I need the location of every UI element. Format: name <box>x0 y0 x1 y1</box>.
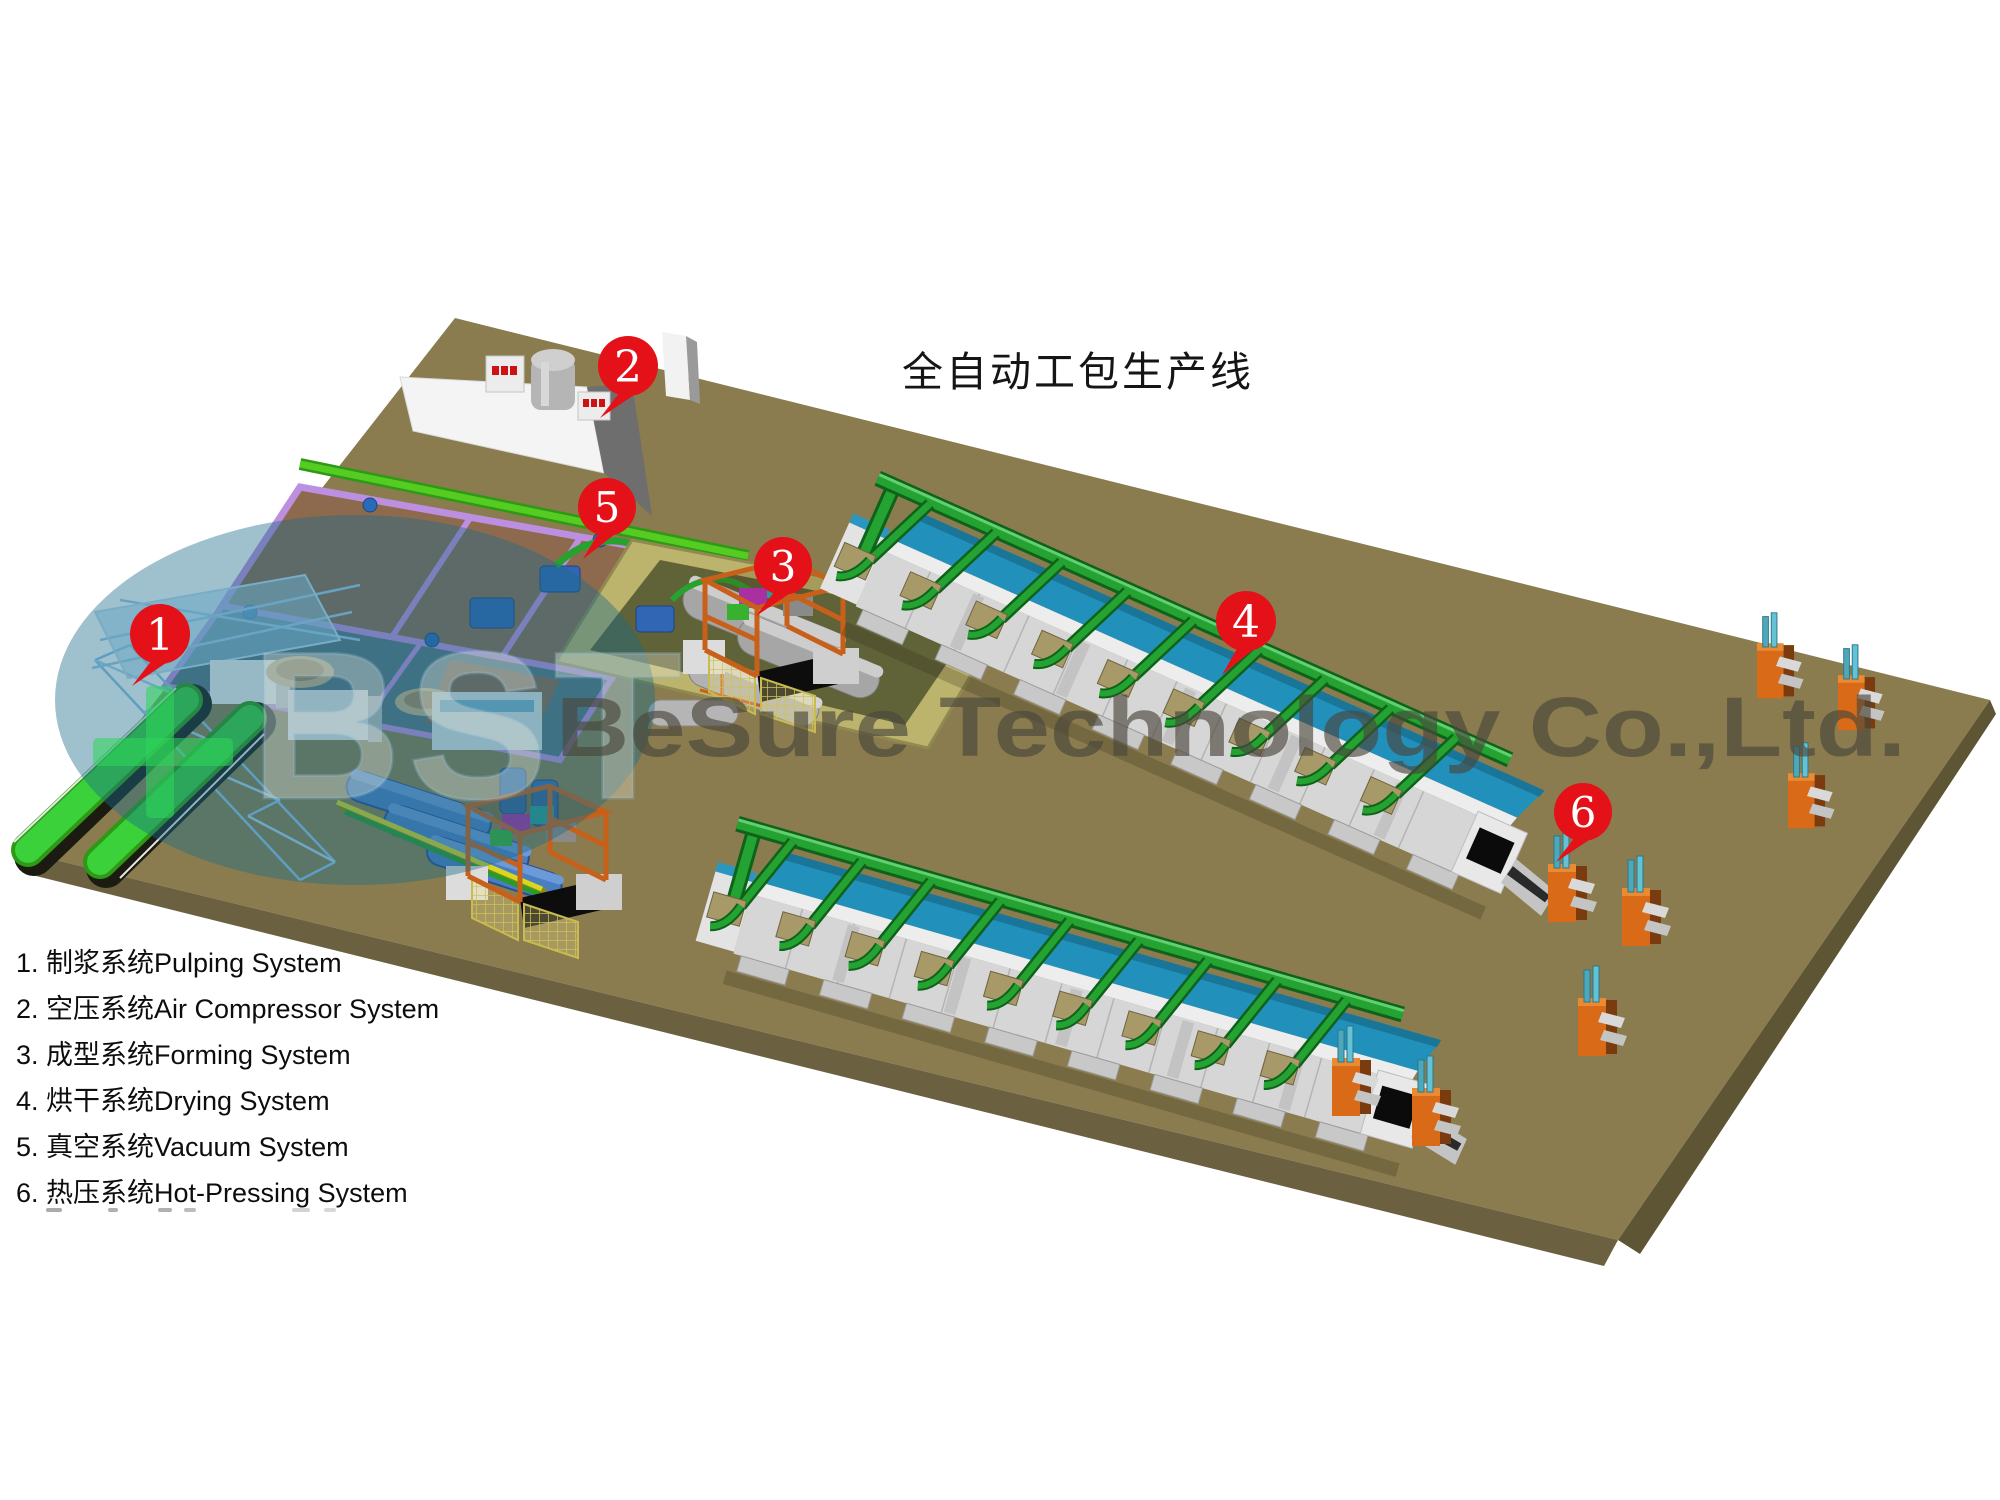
marker-1: 1 <box>130 604 190 686</box>
legend-item-2: 2. 空压系统Air Compressor System <box>16 994 440 1024</box>
line2-feed-conveyor <box>336 799 551 902</box>
marker-6-label: 6 <box>1570 788 1597 837</box>
watermark-text: BeSure Technology Co.,Ltd. <box>556 680 1906 774</box>
legend-item-6: 6. 热压系统Hot-Pressing System <box>16 1178 408 1208</box>
compressor-cabinets <box>485 355 611 421</box>
marker-4-label: 4 <box>1232 597 1260 648</box>
marker-4: 4 <box>1216 591 1276 675</box>
air-compressor-system <box>399 332 700 516</box>
watermark-logo: BST <box>55 515 688 885</box>
marker-6: 6 <box>1554 783 1612 862</box>
legend-item-1: 1. 制浆系统Pulping System <box>16 948 342 978</box>
marker-3: 3 <box>754 537 812 616</box>
marker-5: 5 <box>578 478 636 559</box>
marker-3-label: 3 <box>770 542 797 591</box>
page-title: 全自动工包生产线 <box>902 349 1254 395</box>
overhead-conveyor <box>298 458 750 562</box>
legend-item-5: 5. 真空系统Vacuum System <box>16 1132 349 1162</box>
marker-1-label: 1 <box>146 610 174 661</box>
marker-2-label: 2 <box>614 342 642 393</box>
legend: 1. 制浆系统Pulping System 2. 空压系统Air Compres… <box>16 940 439 1216</box>
legend-item-4: 4. 烘干系统Drying System <box>16 1086 330 1116</box>
legend-item-3: 3. 成型系统Forming System <box>16 1040 351 1070</box>
marker-2: 2 <box>598 336 658 418</box>
marker-5-label: 5 <box>594 483 621 532</box>
legend-item-7-clipped <box>24 1206 354 1216</box>
watermark-logo-text: BST <box>250 608 688 843</box>
